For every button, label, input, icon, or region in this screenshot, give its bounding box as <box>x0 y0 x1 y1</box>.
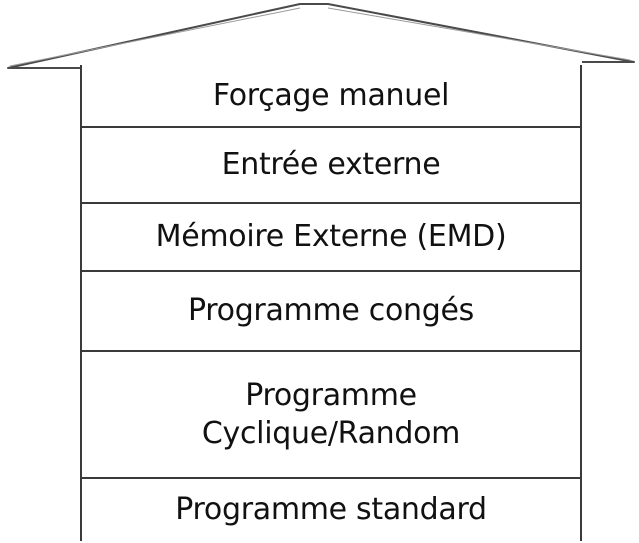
level-label: Programme congés <box>188 293 474 329</box>
level-cyclic-random-program: Programme Cyclique/Random <box>82 352 580 479</box>
level-label: Forçage manuel <box>212 77 450 113</box>
level-label-line-2: Cyclique/Random <box>201 415 461 451</box>
roof-outline <box>7 3 635 69</box>
roof-underside-left <box>9 7 301 67</box>
level-standard-program: Programme standard <box>82 479 580 541</box>
level-manual-override: Forçage manuel <box>82 65 580 128</box>
level-external-memory: Mémoire Externe (EMD) <box>82 204 580 272</box>
roof <box>7 3 635 69</box>
roof-underside-right <box>327 7 631 61</box>
level-label: Programme standard <box>175 492 487 528</box>
level-label: Entrée externe <box>221 147 441 183</box>
level-holiday-program: Programme congés <box>82 272 580 352</box>
level-label-line-1: Programme <box>245 378 417 413</box>
level-label: Mémoire Externe (EMD) <box>155 219 507 255</box>
level-external-input: Entrée externe <box>82 128 580 204</box>
priority-levels: Forçage manuel Entrée externe Mémoire Ex… <box>80 65 582 541</box>
